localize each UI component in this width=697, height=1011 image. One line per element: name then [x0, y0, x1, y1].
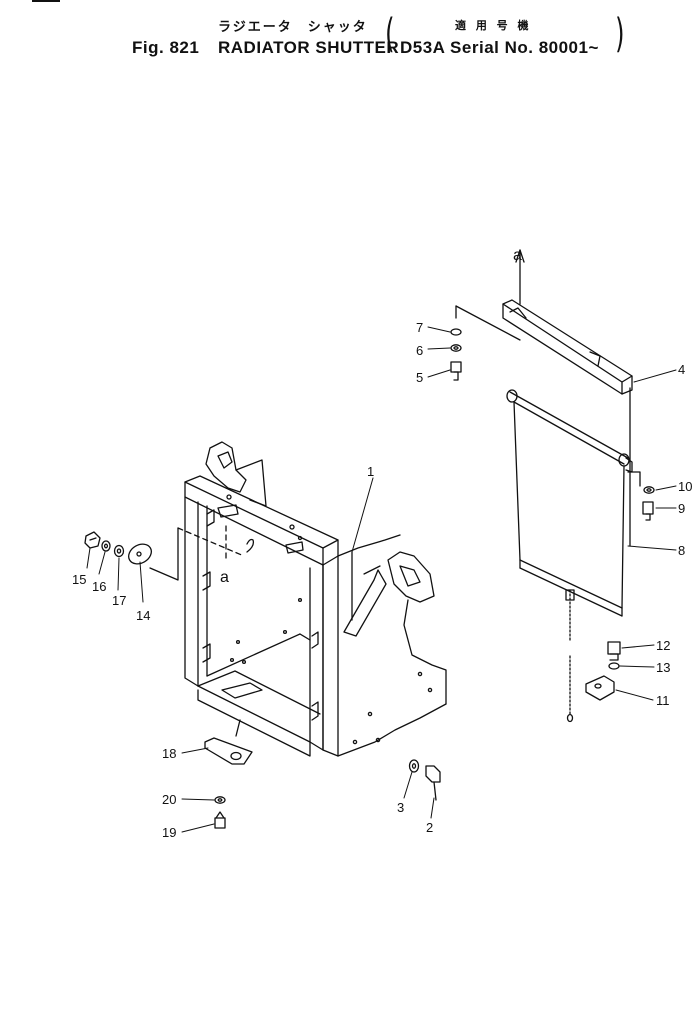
figure-title: RADIATOR SHUTTER: [218, 38, 400, 57]
callout-4: 4: [678, 362, 685, 377]
callout-16: 16: [92, 579, 106, 594]
view-marker-a-frame: a: [220, 569, 229, 586]
washer-6: [450, 344, 462, 352]
callout-19: 19: [162, 825, 176, 840]
view-marker-a-top: a: [513, 247, 522, 264]
cover-plate-14: [128, 543, 152, 565]
callout-1: 1: [367, 464, 374, 479]
washer-16: [101, 540, 111, 552]
washer-7: [450, 328, 462, 336]
leader-10-tick: [627, 471, 641, 487]
corner-mark: [32, 0, 60, 2]
open-paren: (: [385, 11, 395, 57]
washer-20: [214, 796, 226, 804]
bracket-11: [585, 675, 615, 701]
leader-to-cover: [149, 527, 179, 581]
callout-5: 5: [416, 370, 423, 385]
view-arrow-head: [515, 249, 525, 263]
washer-17: [113, 544, 125, 558]
callout-8: 8: [678, 543, 685, 558]
callout-9: 9: [678, 501, 685, 516]
rotation-mark: [246, 538, 255, 553]
callout-12: 12: [656, 638, 670, 653]
callout-numbers: 1 2 3 4 5 6 7 8 9 10 11 12 13 14 15 16 1…: [72, 247, 692, 840]
washer-10: [643, 486, 655, 494]
japanese-part-name: ラジエータ シャッタ: [218, 20, 368, 35]
callout-2: 2: [426, 820, 433, 835]
callout-19-20-a: 20: [162, 792, 176, 807]
washer-13: [608, 662, 620, 670]
callout-17: 17: [112, 593, 126, 608]
figure-number: Fig. 821: [132, 38, 200, 57]
mounting-channel-4: [502, 299, 633, 395]
leader-4-left: [455, 305, 521, 341]
callout-11: 11: [656, 693, 670, 708]
callout-leader-lines: [86, 326, 677, 833]
bolt-9: [642, 501, 654, 521]
callout-6: 6: [416, 343, 423, 358]
bolt-5: [450, 361, 462, 381]
radiator-guard-frame: [184, 441, 447, 757]
callout-14: 14: [136, 608, 150, 623]
roll-shutter-8: [506, 389, 633, 723]
bolt-12: [607, 641, 621, 661]
callout-15: 15: [72, 572, 86, 587]
bolt-15: [84, 531, 101, 549]
japanese-applicable-label: 適 用 号 機: [455, 19, 532, 32]
callout-13: 13: [656, 660, 670, 675]
serial-range: D53A Serial No. 80001~: [400, 38, 599, 57]
bolt-19: [214, 811, 226, 829]
view-dashed-line: [177, 527, 245, 557]
bracket-18: [204, 719, 253, 765]
washer-3: [408, 759, 420, 773]
callout-3: 3: [397, 800, 404, 815]
callout-10: 10: [678, 479, 692, 494]
close-paren: ): [615, 11, 625, 57]
callout-7: 7: [416, 320, 423, 335]
bolt-2: [425, 765, 441, 801]
callout-18: 18: [162, 746, 176, 761]
